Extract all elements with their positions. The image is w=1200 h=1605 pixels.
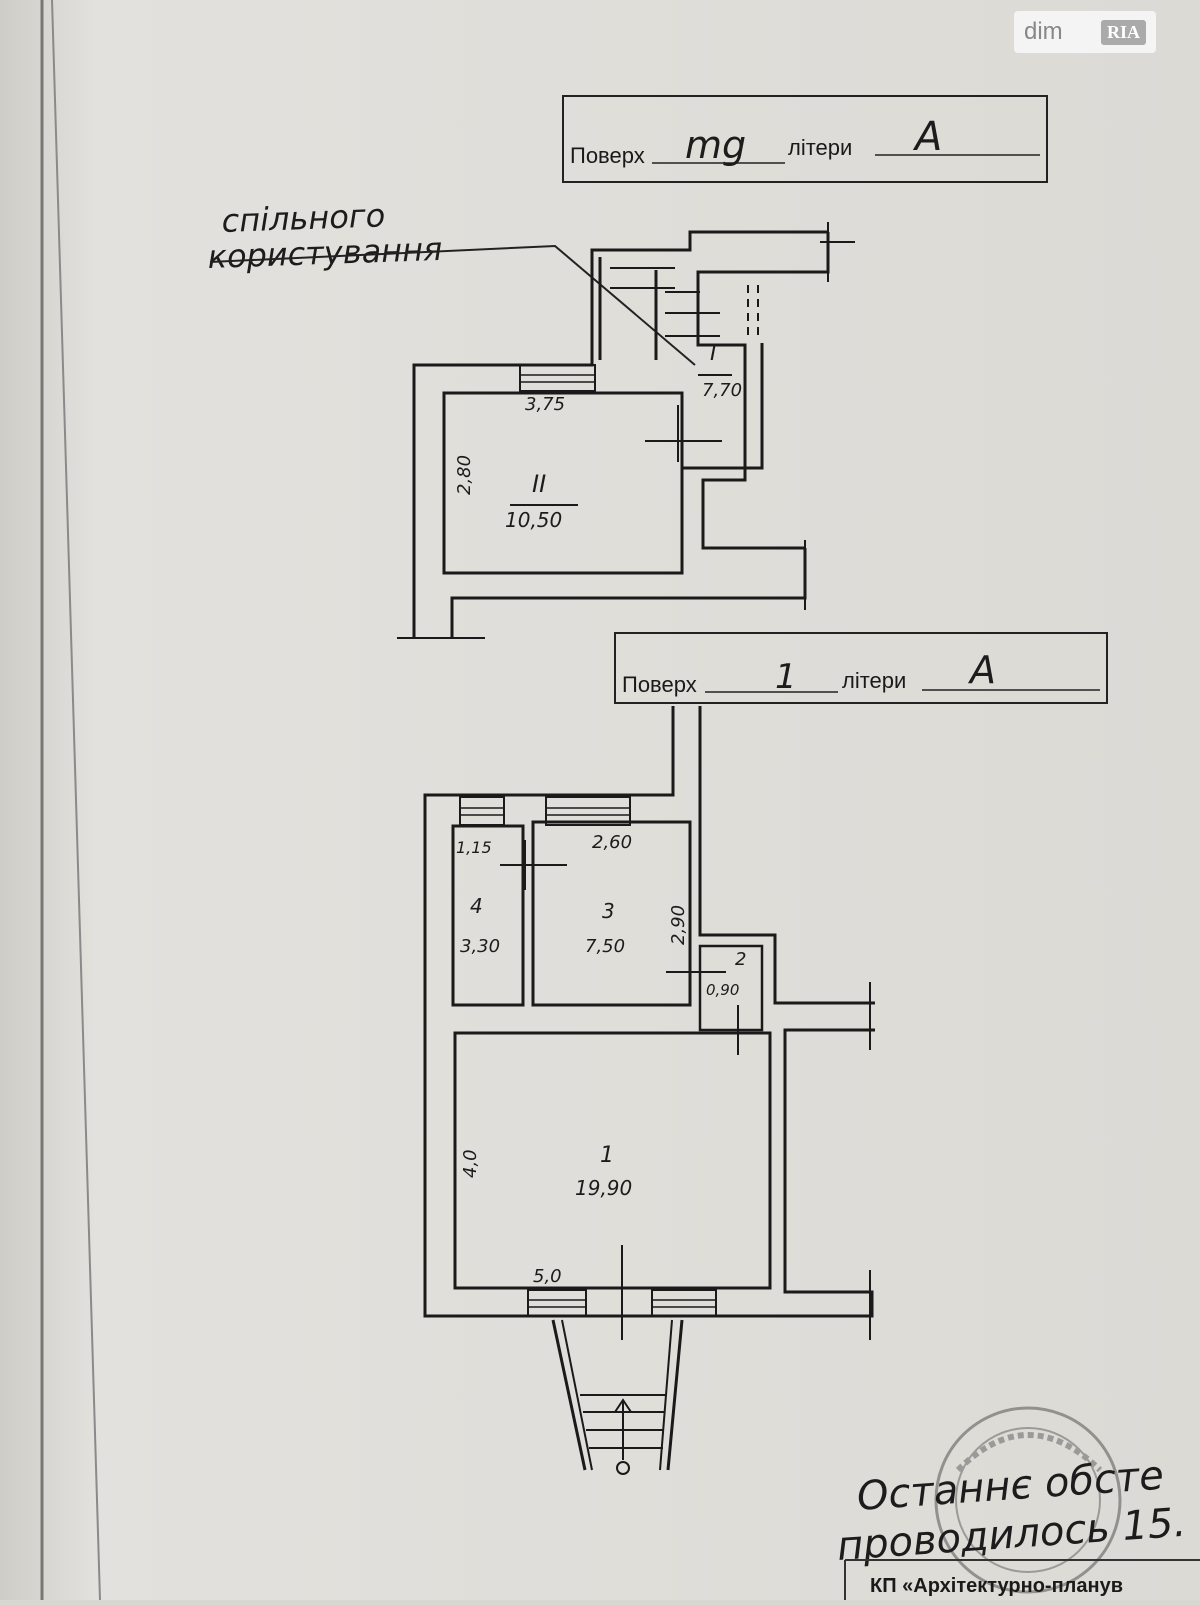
upper-floor-value: mg: [685, 123, 746, 167]
room1-area: 19,90: [575, 1176, 632, 1200]
room-II-area: 10,50: [505, 508, 562, 532]
room1-dim-height: 4,0: [460, 1149, 481, 1178]
stamp-seal: [934, 1406, 1122, 1594]
lower-title-box: Поверх 1 літери A: [614, 632, 1108, 704]
room4-number: 4: [470, 894, 483, 918]
room3-number: 3: [602, 899, 615, 923]
room-I-area: 7,70: [702, 380, 742, 401]
upper-litera-label: літери: [788, 135, 852, 160]
watermark-brand: dim: [1024, 18, 1063, 45]
room1-dim-width: 5,0: [533, 1266, 562, 1287]
lower-floor-label: Поверх: [622, 672, 697, 697]
page-fold-line: [51, 0, 101, 1601]
room-II-number: II: [532, 470, 546, 498]
lower-litera-label: літери: [842, 668, 906, 693]
room2-number: 2: [735, 949, 746, 970]
annotation-line1: спільного: [221, 196, 386, 240]
footer-org-name: КП «Архітектурно-планув: [870, 1575, 1123, 1597]
lower-litera-value: A: [967, 648, 996, 692]
upper-floor-label: Поверх: [570, 143, 645, 168]
room1-number: 1: [600, 1143, 614, 1168]
room3-dim-height: 2,90: [668, 905, 689, 945]
lower-floor-value: 1: [775, 657, 797, 697]
dimria-watermark: dim RIA: [1014, 11, 1156, 53]
shared-use-annotation: спільного користування: [207, 196, 696, 366]
upper-litera-value: A: [912, 114, 942, 160]
upper-plan: [397, 222, 855, 639]
room4-area: 3,30: [460, 936, 500, 957]
room-I-number: I: [710, 341, 717, 366]
watermark-badge: RIA: [1100, 19, 1146, 45]
lower-plan: [423, 706, 875, 1475]
upper-dim-height: 2,80: [454, 455, 475, 495]
room2-area: 0,90: [706, 981, 739, 999]
room3-dim-width: 2,60: [592, 832, 632, 853]
room4-dim-width: 1,15: [456, 838, 492, 857]
upper-title-box: Поверх mg літери A: [562, 95, 1048, 183]
upper-dim-width: 3,75: [525, 394, 565, 415]
room3-area: 7,50: [585, 936, 625, 957]
